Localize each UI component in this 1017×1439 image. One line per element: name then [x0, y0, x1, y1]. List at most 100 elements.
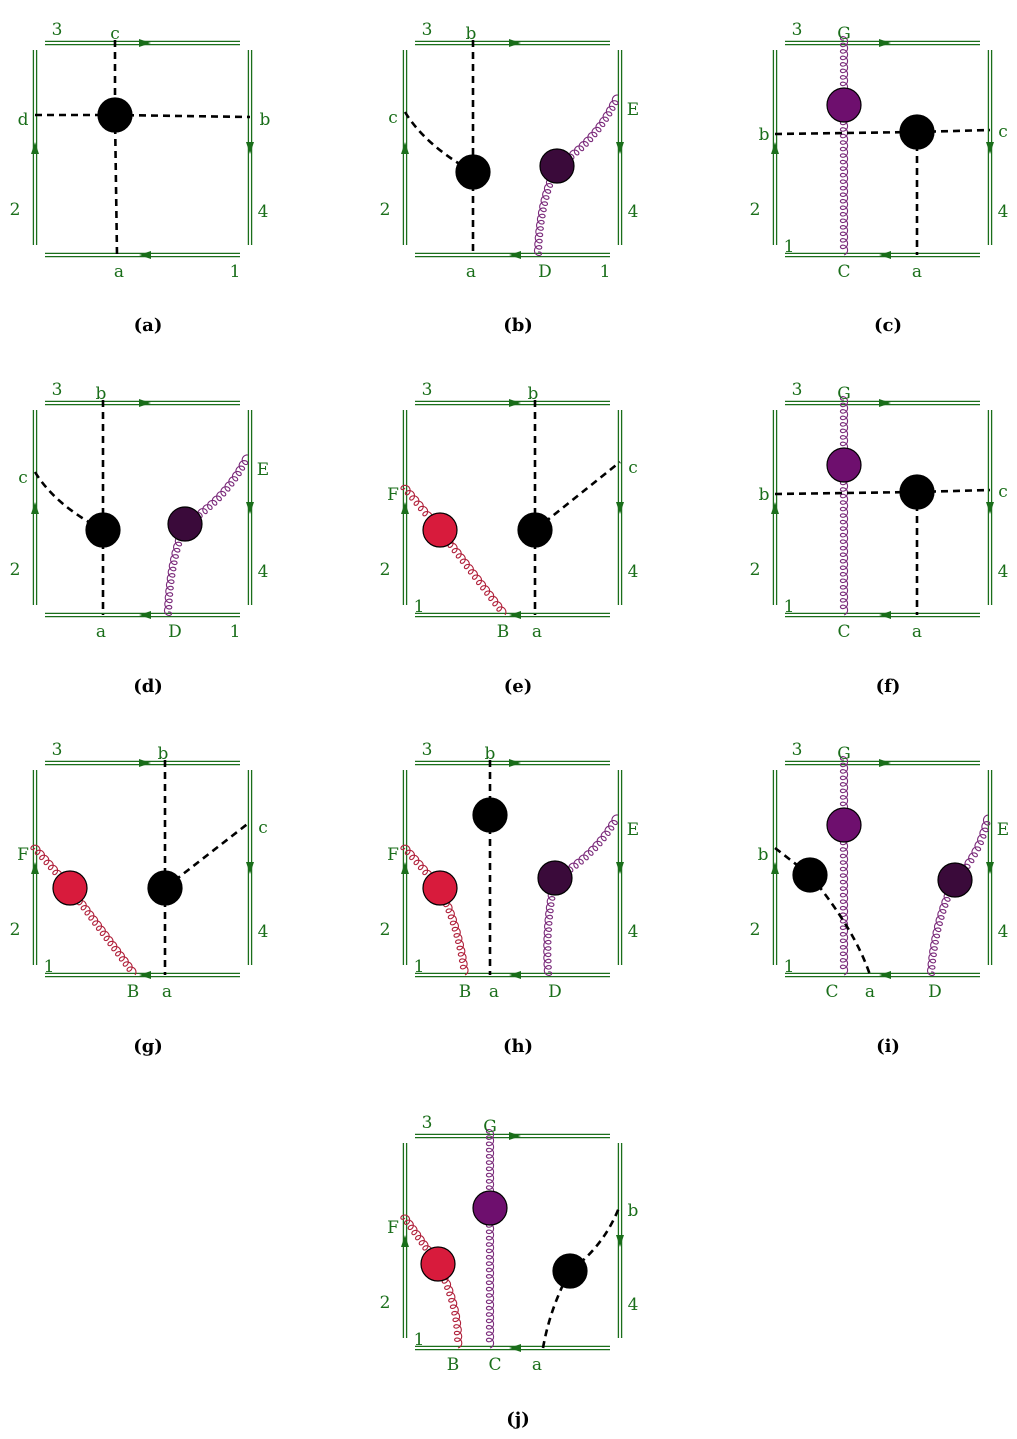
frame-label-left: 2	[380, 1293, 391, 1313]
arrow-head	[401, 142, 409, 154]
line-label: D	[538, 262, 552, 282]
arrow-head	[246, 502, 254, 514]
blob-black	[792, 857, 828, 893]
frame-label-bottom: 1	[230, 622, 241, 642]
blob-darkpurple	[937, 862, 973, 898]
frame-label-bottom: 1	[230, 262, 241, 282]
line-label: D	[548, 982, 562, 1002]
line-label: c	[628, 458, 638, 478]
line-label: F	[387, 845, 399, 865]
blob-black	[472, 797, 508, 833]
arrow-head	[879, 759, 891, 767]
arrow-head	[31, 862, 39, 874]
blob-black	[552, 1253, 588, 1289]
arrow-head	[879, 399, 891, 407]
line-label: E	[997, 820, 1009, 840]
frame-label-left: 2	[750, 560, 761, 580]
blob-darkpurple	[167, 506, 203, 542]
line-label: a	[532, 622, 542, 642]
frame-label-right: 4	[628, 1295, 639, 1315]
arrow-head	[509, 971, 521, 979]
frame-label-bottom: 1	[784, 597, 795, 617]
line-label: d	[18, 110, 29, 130]
line-label: C	[837, 622, 850, 642]
blob-black	[899, 474, 935, 510]
arrow-head	[509, 1132, 521, 1140]
frame-label-bottom: 1	[44, 957, 55, 977]
frame-label-right: 4	[628, 202, 639, 222]
arrow-head	[139, 39, 151, 47]
blob-purple	[826, 807, 862, 843]
line-label: C	[837, 262, 850, 282]
blob-red	[422, 870, 458, 906]
line-label: E	[627, 100, 639, 120]
frame-label-right: 4	[998, 922, 1009, 942]
panel-caption: (f)	[876, 676, 901, 697]
frame-label-right: 4	[628, 922, 639, 942]
line-label: B	[459, 982, 472, 1002]
scalar-line	[403, 111, 474, 174]
line-label: c	[258, 818, 268, 838]
blob-black	[147, 870, 183, 906]
scalar-line	[774, 490, 918, 496]
blob-black	[517, 512, 553, 548]
scalar-line	[113, 114, 119, 256]
arrow-head	[986, 502, 994, 514]
line-label: D	[928, 982, 942, 1002]
line-label: b	[485, 744, 496, 764]
arrow-head	[771, 142, 779, 154]
frame-label-top: 3	[52, 20, 63, 40]
arrow-head	[401, 862, 409, 874]
arrow-head	[401, 502, 409, 514]
frame-label-right: 4	[998, 202, 1009, 222]
arrow-head	[879, 251, 891, 259]
blob-darkpurple	[539, 148, 575, 184]
frame-label-bottom: 1	[414, 1330, 425, 1350]
arrow-head	[771, 862, 779, 874]
scalar-line	[569, 1204, 622, 1273]
line-label: b	[759, 485, 770, 505]
gluon-line	[543, 877, 558, 976]
panel-caption: (g)	[133, 1036, 163, 1057]
line-label: D	[168, 622, 182, 642]
line-label: b	[158, 744, 169, 764]
frame-label-bottom: 1	[414, 597, 425, 617]
line-label: b	[759, 125, 770, 145]
arrow-head	[879, 39, 891, 47]
arrow-head	[31, 142, 39, 154]
line-label: a	[489, 982, 499, 1002]
line-label: B	[447, 1355, 460, 1375]
blob-black	[85, 512, 121, 548]
gluon-line	[839, 461, 849, 616]
gluon-line	[839, 821, 849, 976]
line-label: G	[837, 24, 851, 44]
blob-red	[420, 1246, 456, 1282]
line-label: a	[865, 982, 875, 1002]
arrow-head	[139, 759, 151, 767]
frame-label-left: 2	[380, 200, 391, 220]
gluon-line	[926, 879, 956, 977]
panel-caption: (c)	[874, 315, 902, 336]
frame-label-left: 2	[10, 920, 21, 940]
line-label: E	[257, 460, 269, 480]
frame-label-top: 3	[422, 740, 433, 760]
arrow-head	[616, 502, 624, 514]
line-label: c	[18, 468, 28, 488]
line-label: b	[96, 384, 107, 404]
panel-caption: (j)	[506, 1409, 530, 1430]
frame-label-left: 2	[380, 560, 391, 580]
blob-darkpurple	[537, 860, 573, 896]
frame-label-bottom: 1	[784, 237, 795, 257]
line-label: G	[837, 384, 851, 404]
frame-label-left: 2	[750, 920, 761, 940]
arrow-head	[616, 1235, 624, 1247]
frame-label-top: 3	[422, 380, 433, 400]
gluon-line	[485, 1203, 495, 1349]
arrow-head	[139, 251, 151, 259]
panel-caption: (i)	[876, 1036, 900, 1057]
